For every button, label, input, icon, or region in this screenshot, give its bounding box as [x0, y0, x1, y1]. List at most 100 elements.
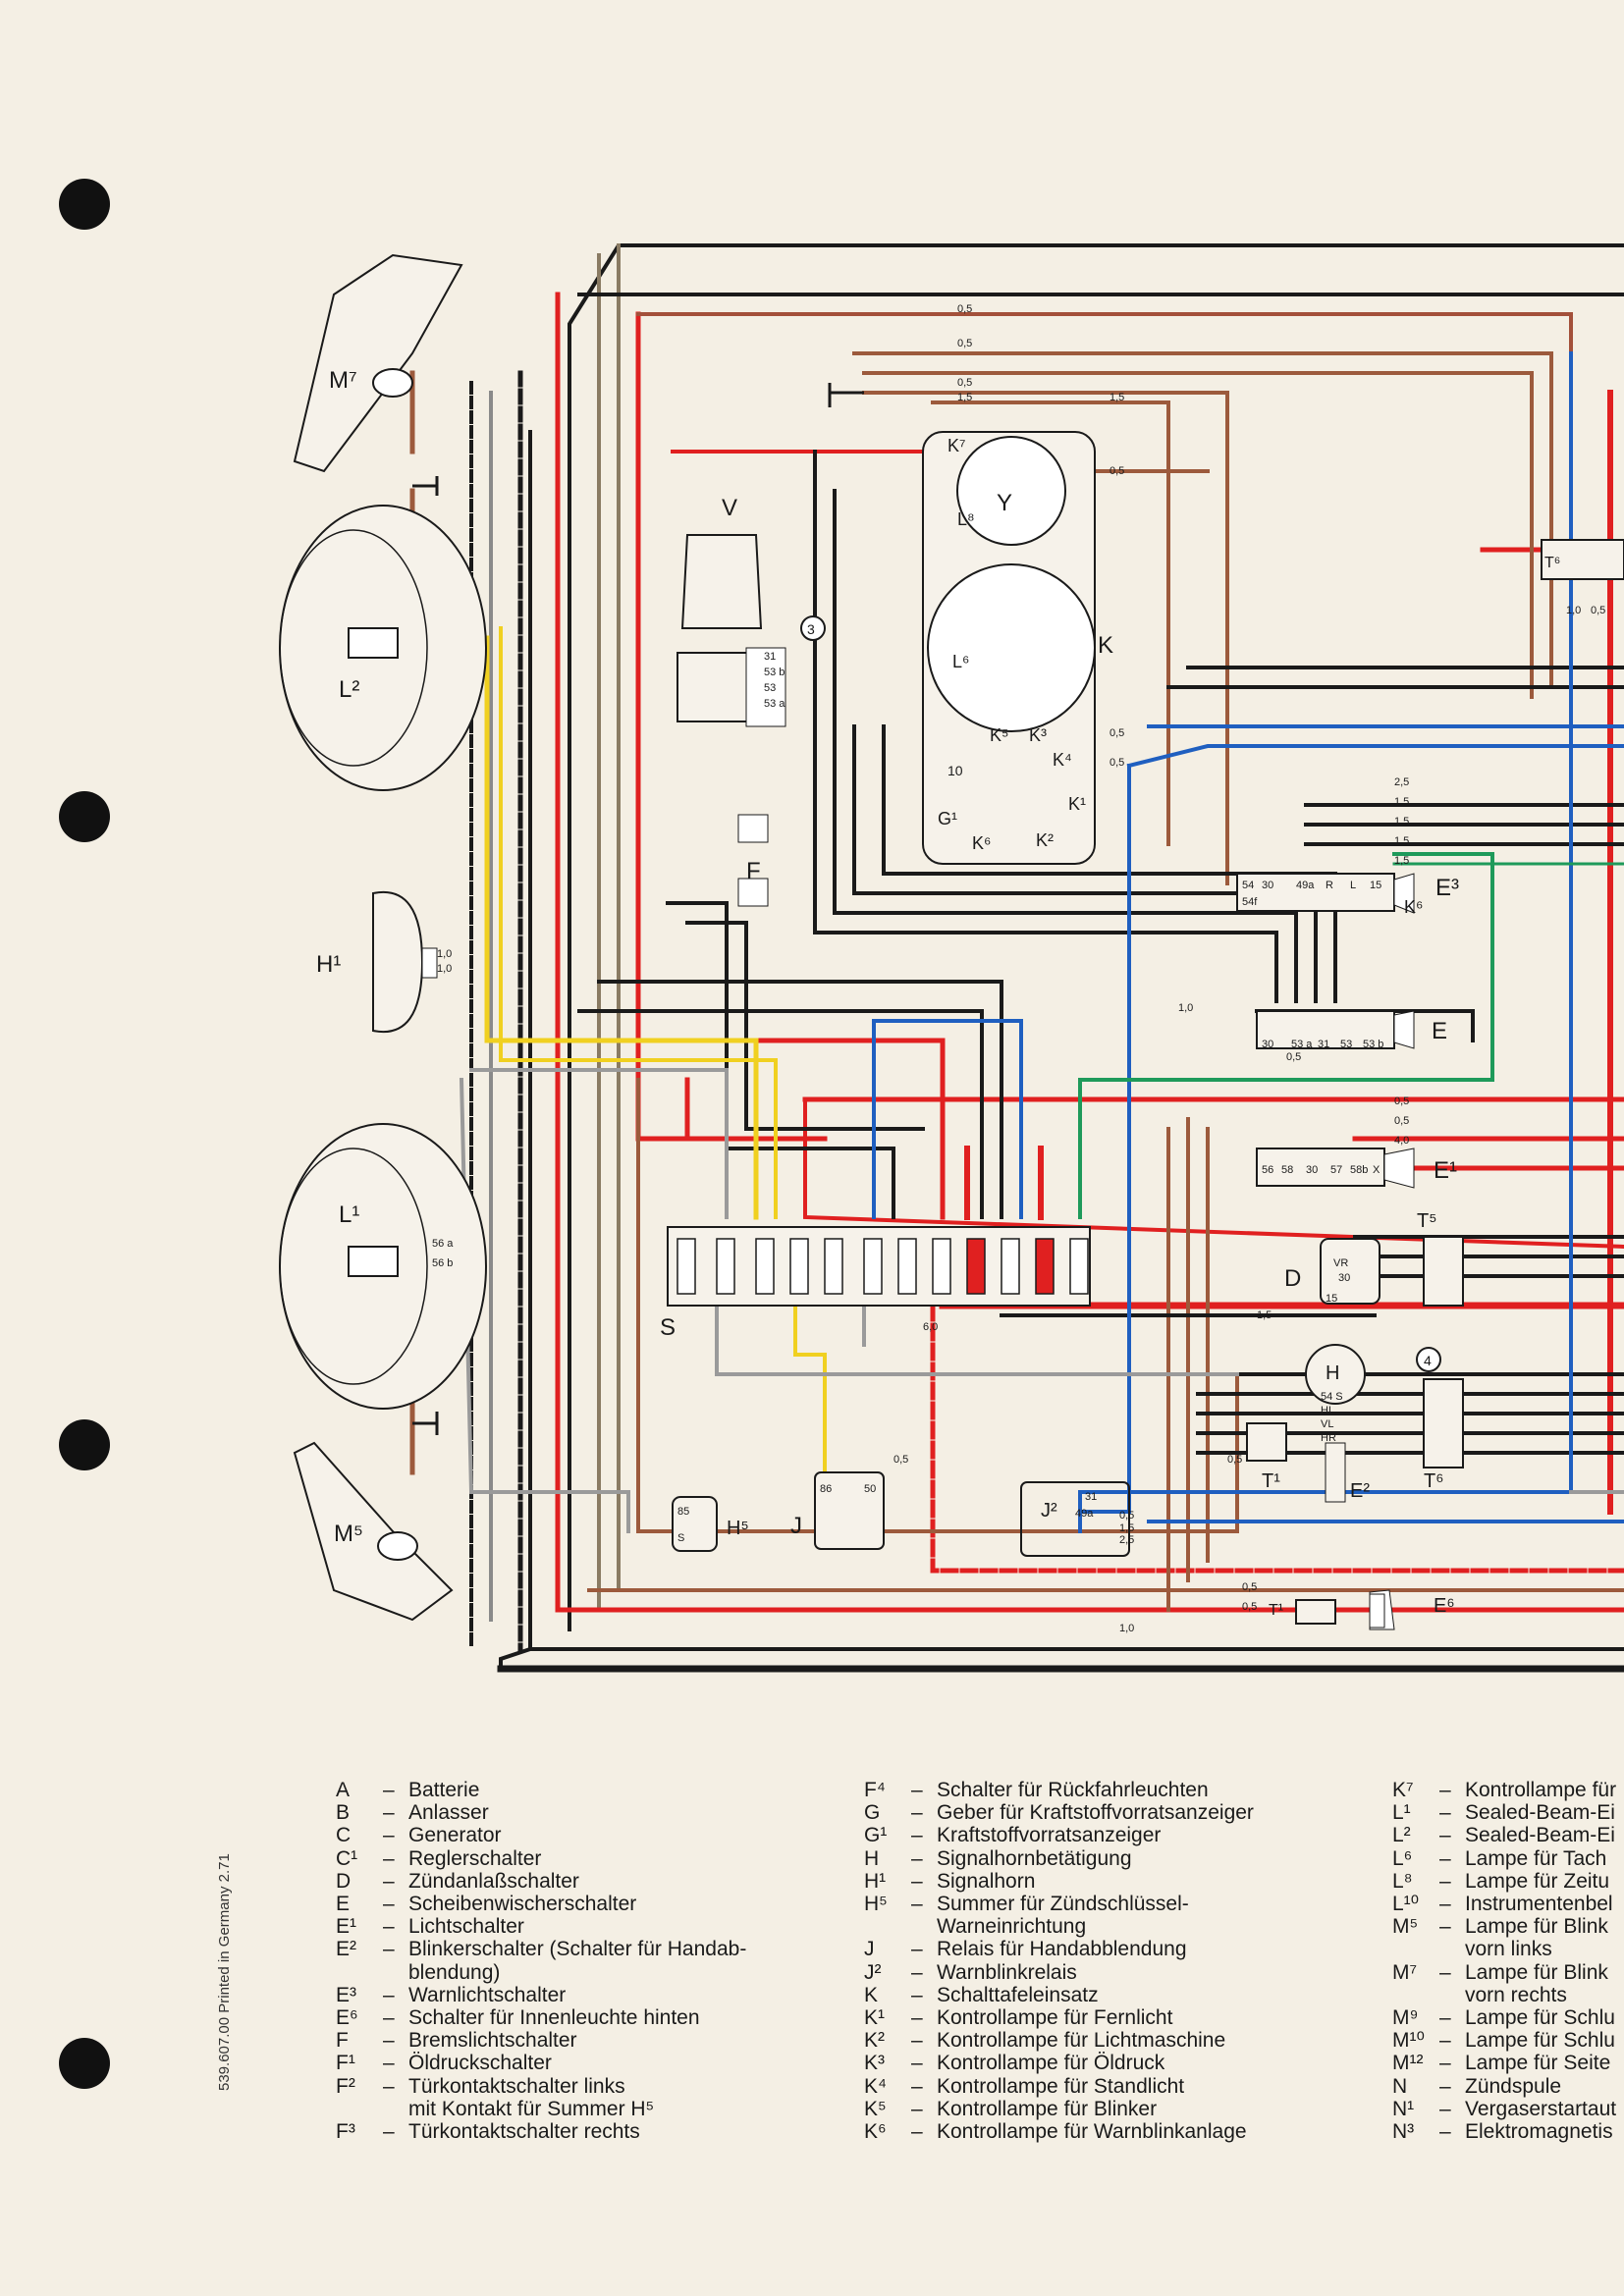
label-k4: K⁴ — [1053, 750, 1072, 770]
legend-dash: – — [383, 1779, 395, 1801]
terminal-label: VL — [1321, 1418, 1333, 1430]
legend-entry: H–Signalhornbetätigung — [864, 1847, 1254, 1870]
wire-size: 0,5 — [957, 338, 972, 349]
turn-signal-m7 — [293, 253, 463, 473]
label-t1: T¹ — [1262, 1470, 1280, 1492]
legend-code: K — [864, 1983, 879, 2006]
legend-dash: – — [911, 1869, 923, 1893]
label-h5: H⁵ — [727, 1518, 749, 1539]
legend-code: L¹⁰ — [1392, 1893, 1420, 1916]
label-j: J — [790, 1513, 802, 1539]
legend-code: M⁹ — [1392, 2006, 1419, 2030]
legend-code: G — [864, 1801, 881, 1825]
terminal-label: 58 — [1281, 1164, 1293, 1176]
legend-dash: – — [911, 2052, 923, 2075]
legend-text: Lampe für Zeitu — [1465, 1869, 1610, 1893]
terminal-label: 57 — [1330, 1164, 1342, 1176]
binder-hole-4 — [59, 2038, 110, 2089]
legend-dash: – — [911, 1846, 923, 1870]
legend-text: Lampe für Tach — [1465, 1846, 1607, 1870]
legend-code: M¹² — [1392, 2052, 1424, 2075]
legend-entry: L⁶–Lampe für Tach — [1392, 1847, 1616, 1870]
wire-size: 0,5 — [957, 377, 972, 389]
terminal-label: 31 — [764, 651, 776, 663]
legend-dash: – — [911, 2029, 923, 2053]
legend-dash: – — [383, 1915, 395, 1939]
horn-h1 — [372, 890, 438, 1034]
label-f: F — [746, 858, 761, 884]
label-l8: L⁸ — [957, 509, 975, 529]
wire-size: 0,5 — [1242, 1581, 1257, 1593]
legend-dash: – — [1439, 1893, 1451, 1916]
legend-entry: N–Zündspule — [1392, 2075, 1616, 2098]
label-k6: K⁶ — [1404, 897, 1423, 917]
legend-entry: E²–Blinkerschalter (Schalter für Handab- — [336, 1938, 746, 1960]
legend-text: Sealed-Beam-Ei — [1465, 1801, 1615, 1825]
label-v: V — [722, 495, 737, 521]
terminal-label: 50 — [864, 1483, 876, 1495]
connector-t5 — [1423, 1236, 1464, 1307]
terminal-label: S — [677, 1532, 684, 1544]
legend-text: Schalttafeleinsatz — [937, 1983, 1099, 2006]
ignition-switch-d — [1320, 1238, 1380, 1305]
wire-size: 1,0 — [1178, 1002, 1193, 1014]
legend-code: C¹ — [336, 1846, 358, 1870]
wire-size: 1,5 — [1257, 1309, 1272, 1321]
wire-size: 1,5 — [1110, 392, 1124, 403]
label-k5: K⁵ — [990, 725, 1008, 745]
wire-size: 2,5 — [1394, 776, 1409, 788]
connector-t6-top — [1541, 539, 1624, 580]
wire-size: 1,0 — [437, 948, 452, 960]
legend-text: Kraftstoffvorratsanzeiger — [937, 1824, 1162, 1847]
legend-dash: – — [383, 1801, 395, 1825]
terminal-label: 49a — [1075, 1508, 1094, 1520]
light-switch-e1 — [1256, 1148, 1415, 1189]
wiper-switch-e — [1256, 1010, 1415, 1049]
legend-text: Anlasser — [408, 1801, 489, 1825]
label-d: D — [1284, 1265, 1301, 1292]
brake-light-switch-f — [737, 814, 769, 907]
legend-entry: C–Generator — [336, 1824, 746, 1846]
legend-entry: L⁸–Lampe für Zeitu — [1392, 1870, 1616, 1893]
legend-text: Summer für Zündschlüssel- — [937, 1893, 1189, 1916]
legend-code: H — [864, 1846, 880, 1870]
terminal-label: 30 — [1262, 1039, 1273, 1050]
legend-entry: E³–Warnlichtschalter — [336, 1984, 746, 2006]
legend-entry: M¹⁰–Lampe für Schlu — [1392, 2029, 1616, 2052]
wire-size: 4,0 — [1394, 1135, 1409, 1147]
legend-text: Generator — [408, 1824, 502, 1847]
label-l1: L¹ — [339, 1201, 359, 1228]
legend-text: Instrumentenbel — [1465, 1893, 1613, 1916]
label-t6: T⁶ — [1424, 1470, 1443, 1492]
terminal-label: 49a — [1296, 880, 1315, 891]
terminal-label: 85 — [677, 1506, 689, 1518]
legend-text: Kontrollampe für Blinker — [937, 2097, 1158, 2120]
turn-signal-switch-e2 — [1305, 1344, 1366, 1503]
wire-size: 0,5 — [893, 1454, 908, 1466]
label-k6-cluster: K⁶ — [972, 833, 991, 853]
terminal-label: 86 — [820, 1483, 832, 1495]
wire-size: 1,5 — [1394, 816, 1409, 828]
terminal-label: 53 b — [764, 667, 785, 678]
legend-code: J — [864, 1938, 875, 1961]
legend-entry-continuation: mit Kontakt für Summer H⁵ — [408, 2097, 655, 2120]
legend-text: Scheibenwischerschalter — [408, 1893, 637, 1916]
legend-text: Reglerschalter — [408, 1846, 542, 1870]
label-e: E — [1432, 1018, 1447, 1044]
wire-size: 0,5 — [1394, 1115, 1409, 1127]
legend-dash: – — [911, 1801, 923, 1825]
legend-text: Geber für Kraftstoffvorratsanzeiger — [937, 1801, 1254, 1825]
legend-code: H⁵ — [864, 1893, 888, 1916]
legend-entry: E⁶–Schalter für Innenleuchte hinten — [336, 2006, 746, 2029]
legend-entry: N¹–Vergaserstartaut — [1392, 2098, 1616, 2120]
wiring-diagram: M⁷ L² H¹ L¹ M⁵ V Y K L⁸ L⁶ K⁷ K⁵ K³ K⁴ K… — [279, 243, 1624, 1673]
terminal-label: HR — [1321, 1432, 1336, 1444]
legend-dash: – — [1439, 2074, 1451, 2098]
binder-hole-3 — [59, 1419, 110, 1470]
label-e3: E³ — [1435, 875, 1459, 901]
label-k3: K³ — [1029, 725, 1047, 745]
legend-entry: K¹–Kontrollampe für Fernlicht — [864, 2006, 1254, 2029]
binder-hole-1 — [59, 179, 110, 230]
legend-text: Lampe für Seite — [1465, 2052, 1611, 2075]
